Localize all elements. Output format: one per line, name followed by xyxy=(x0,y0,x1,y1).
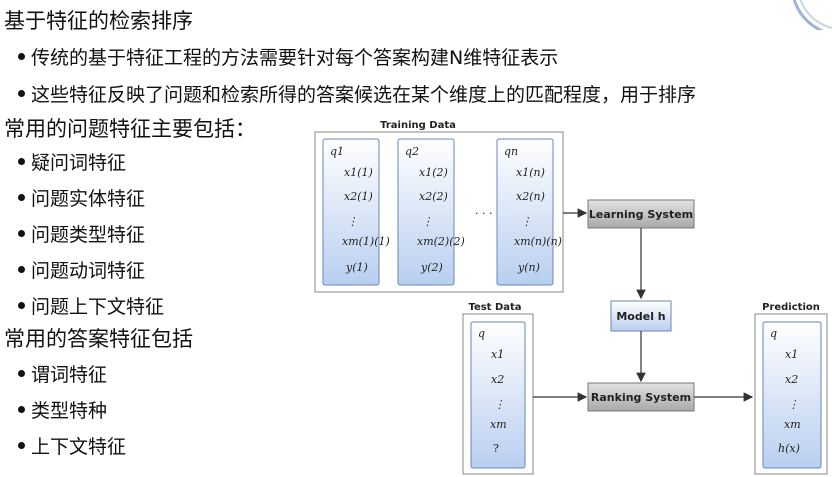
column-label-y: h(x) xyxy=(778,442,800,455)
model-box xyxy=(610,300,672,332)
list-item: 类型特种 xyxy=(18,396,107,423)
list-item: 问题动词特征 xyxy=(18,256,145,283)
bullet-text: 传统的基于特征工程的方法需要针对每个答案构建N维特征表示 xyxy=(31,47,559,69)
question-features-heading: 常用的问题特征主要包括： xyxy=(4,117,256,141)
vertical-ellipsis-icon: ⋮ xyxy=(788,398,799,411)
bullet-dot-icon xyxy=(18,302,25,309)
column-feature-x1: x1(1) xyxy=(344,166,373,179)
column-feature-x1: x1(2) xyxy=(419,166,448,179)
model-label: Model h xyxy=(616,310,665,323)
list-item-text: 问题类型特征 xyxy=(31,224,146,246)
column-query: q xyxy=(770,327,777,340)
column-feature-x1: x1(n) xyxy=(516,166,545,179)
column-label-y: ? xyxy=(493,442,499,455)
column-query: q2 xyxy=(405,145,419,158)
vertical-ellipsis-icon: ⋮ xyxy=(347,215,358,228)
ranking-system-label: Ranking System xyxy=(591,391,691,404)
list-item-text: 问题上下文特征 xyxy=(31,296,165,318)
list-item-text: 问题动词特征 xyxy=(31,260,146,282)
list-item-text: 问题实体特征 xyxy=(31,188,146,210)
bullet-dot-icon xyxy=(18,194,25,201)
column-feature-xm: xm(2)(2) xyxy=(417,235,465,248)
bullet-dot-icon xyxy=(18,53,25,60)
column-label-y: y(1) xyxy=(345,261,368,274)
list-item-text: 上下文特征 xyxy=(31,436,127,458)
bullet-text: 这些特征反映了问题和检索所得的答案候选在某个维度上的匹配程度，用于排序 xyxy=(31,84,697,106)
prediction-label: Prediction xyxy=(762,302,820,313)
vertical-ellipsis-icon: ⋮ xyxy=(494,398,505,411)
vertical-ellipsis-icon: ⋮ xyxy=(422,215,433,228)
bullet-dot-icon xyxy=(18,406,25,413)
column-query: qn xyxy=(504,145,518,158)
column-feature-x1: x1 xyxy=(491,348,504,361)
column-query: q xyxy=(478,327,485,340)
column-feature-x2: x2(2) xyxy=(419,190,448,203)
training-column-n: qn x1(n) x2(n) ⋮ xm(n)(n) y(n) xyxy=(496,138,562,286)
list-item: 问题类型特征 xyxy=(18,220,145,247)
list-item: 上下文特征 xyxy=(18,432,126,459)
horizontal-ellipsis: · · · xyxy=(475,207,492,220)
list-item: 问题上下文特征 xyxy=(18,292,164,319)
test-data-label: Test Data xyxy=(468,302,521,313)
column-feature-xm: xm(n)(n) xyxy=(514,235,562,248)
prediction-column: q x1 x2 ⋮ xm h(x) xyxy=(762,321,822,469)
column-label-y: y(n) xyxy=(517,261,540,274)
column-feature-x2: x2 xyxy=(785,373,798,386)
learning-to-rank-diagram: Training Data q1 x1(1) x2(1) ⋮ xm(1)(1) … xyxy=(314,120,828,475)
bullet-dot-icon xyxy=(18,158,25,165)
bullet-item: 传统的基于特征工程的方法需要针对每个答案构建N维特征表示 xyxy=(18,43,558,70)
learning-system-label: Learning System xyxy=(589,208,693,221)
column-feature-x2: x2(n) xyxy=(516,190,545,203)
test-column: q x1 x2 ⋮ xm ? xyxy=(470,321,526,469)
column-feature-xm: xm(1)(1) xyxy=(342,235,390,248)
list-item: 谓词特征 xyxy=(18,360,107,387)
list-item: 问题实体特征 xyxy=(18,184,145,211)
column-feature-x2: x2(1) xyxy=(344,190,373,203)
training-column-2: q2 x1(2) x2(2) ⋮ xm(2)(2) y(2) xyxy=(397,138,465,286)
bullet-item: 这些特征反映了问题和检索所得的答案候选在某个维度上的匹配程度，用于排序 xyxy=(18,80,696,107)
list-item-text: 谓词特征 xyxy=(31,364,108,386)
bullet-dot-icon xyxy=(18,266,25,273)
answer-features-heading: 常用的答案特征包括 xyxy=(4,327,193,351)
column-query: q1 xyxy=(330,145,344,158)
slide-title: 基于特征的检索排序 xyxy=(4,9,193,33)
list-item-text: 类型特种 xyxy=(31,400,108,422)
bullet-dot-icon xyxy=(18,230,25,237)
column-feature-x2: x2 xyxy=(491,373,504,386)
list-item-text: 疑问词特征 xyxy=(31,152,127,174)
training-data-label: Training Data xyxy=(380,120,456,131)
bullet-dot-icon xyxy=(18,90,25,97)
list-item: 疑问词特征 xyxy=(18,148,126,175)
bullet-dot-icon xyxy=(18,442,25,449)
column-feature-xm: xm xyxy=(784,418,801,431)
column-feature-x1: x1 xyxy=(785,348,798,361)
bullet-dot-icon xyxy=(18,370,25,377)
vertical-ellipsis-icon: ⋮ xyxy=(521,215,532,228)
column-label-y: y(2) xyxy=(420,261,443,274)
training-column-1: q1 x1(1) x2(1) ⋮ xm(1)(1) y(1) xyxy=(322,138,390,286)
learning-system-box xyxy=(587,199,695,229)
corner-decoration xyxy=(792,0,832,30)
column-feature-xm: xm xyxy=(490,418,507,431)
